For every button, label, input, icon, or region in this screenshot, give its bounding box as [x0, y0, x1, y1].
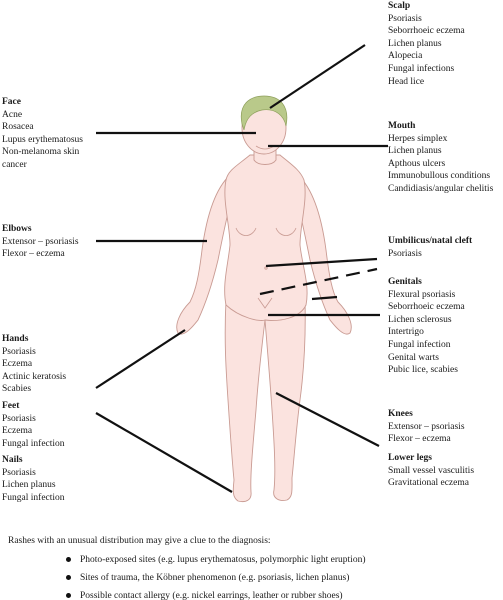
face-item: Rosacea: [2, 122, 34, 133]
label-lower-legs: Lower legs Small vessel vasculitis Gravi…: [388, 452, 474, 490]
mouth-item: Immunobullous conditions: [388, 171, 491, 182]
knees-item: Extensor – psoriasis: [388, 421, 465, 432]
face-item: Lupus erythematosus: [2, 134, 84, 145]
notes-bullet: Sites of trauma, the Köbner phenomenon (…: [8, 572, 498, 584]
hands-item: Psoriasis: [2, 346, 36, 357]
lower-legs-item: Small vessel vasculitis: [388, 465, 475, 476]
umbilicus-heading: Umbilicus/natal cleft: [388, 236, 473, 246]
mouth-item: Apthous ulcers: [388, 158, 446, 169]
genitals-item: Pubic lice, scabies: [388, 365, 458, 376]
mouth-heading: Mouth: [388, 121, 416, 131]
face-heading: Face: [2, 97, 21, 107]
scalp-item: Lichen planus: [388, 38, 442, 49]
label-scalp: Scalp Psoriasis Seborrhoeic eczema Liche…: [388, 0, 465, 88]
genitals-item: Lichen sclerosus: [388, 314, 452, 325]
genitals-heading: Genitals: [388, 277, 422, 287]
leader-feet: [95, 412, 233, 493]
nails-item: Lichen planus: [2, 480, 56, 491]
elbows-item: Extensor – psoriasis: [2, 236, 79, 247]
genitals-item: Flexural psoriasis: [388, 289, 456, 300]
bullet-icon: [66, 557, 71, 562]
mouth-item: Herpes simplex: [388, 133, 448, 144]
elbows-item: Flexor – eczema: [2, 249, 65, 260]
feet-item: Eczema: [2, 426, 33, 437]
genitals-item: Seborrhoeic eczema: [388, 302, 465, 313]
knees-heading: Knees: [388, 409, 413, 419]
label-feet: Feet Psoriasis Eczema Fungal infection: [2, 400, 65, 450]
genitals-item: Fungal infection: [388, 339, 451, 350]
leader-knees: [275, 392, 380, 447]
face-item: Acne: [2, 109, 23, 120]
genitals-item: Genital warts: [388, 352, 439, 363]
scalp-item: Fungal infections: [388, 63, 455, 74]
notes-bullet-text: Sites of trauma, the Köbner phenomenon (…: [80, 573, 350, 583]
hands-heading: Hands: [2, 334, 29, 344]
notes-bullet-text: Possible contact allergy (e.g. nickel ea…: [80, 591, 343, 600]
leader-hands: [95, 329, 186, 389]
leader-scalp: [269, 44, 366, 109]
face-item: cancer: [2, 159, 27, 170]
hands-item: Actinic keratosis: [2, 371, 67, 382]
knees-item: Flexor – eczema: [388, 434, 451, 445]
mouth-item: Lichen planus: [388, 146, 442, 157]
leader-nails-hand: [311, 295, 338, 301]
lower-legs-heading: Lower legs: [388, 453, 432, 463]
notes-bullet: Photo-exposed sites (e.g. lupus erythema…: [8, 554, 498, 566]
label-genitals: Genitals Flexural psoriasis Seborrhoeic …: [388, 276, 465, 377]
label-hands: Hands Psoriasis Eczema Actinic keratosis…: [2, 333, 66, 396]
elbows-heading: Elbows: [2, 224, 32, 234]
scalp-item: Psoriasis: [388, 13, 422, 24]
nails-heading: Nails: [2, 455, 23, 465]
umbilicus-item: Psoriasis: [388, 248, 422, 259]
feet-item: Psoriasis: [2, 413, 36, 424]
distribution-notes: Rashes with an unusual distribution may …: [8, 535, 498, 600]
nails-item: Fungal infection: [2, 492, 65, 503]
human-body-figure: [176, 101, 352, 503]
label-nails: Nails Psoriasis Lichen planus Fungal inf…: [2, 454, 65, 504]
label-umbilicus: Umbilicus/natal cleft Psoriasis: [388, 235, 472, 260]
notes-bullet: Possible contact allergy (e.g. nickel ea…: [8, 590, 498, 600]
notes-bullet-list: Photo-exposed sites (e.g. lupus erythema…: [8, 554, 498, 600]
hands-item: Scabies: [2, 384, 32, 395]
nails-item: Psoriasis: [2, 467, 36, 478]
notes-bullet-text: Photo-exposed sites (e.g. lupus erythema…: [80, 555, 366, 565]
feet-heading: Feet: [2, 401, 20, 411]
bullet-icon: [66, 575, 71, 580]
hands-item: Eczema: [2, 359, 33, 370]
scalp-item: Head lice: [388, 76, 425, 87]
leader-umbilicus: [265, 257, 378, 268]
scalp-heading: Scalp: [388, 1, 411, 11]
leader-natal-cleft: [259, 267, 378, 296]
mouth-item: Candidiasis/angular chelitis: [388, 183, 494, 194]
feet-item: Fungal infection: [2, 438, 65, 449]
label-mouth: Mouth Herpes simplex Lichen planus Aptho…: [388, 120, 493, 196]
face-item: Non-melanoma skin: [2, 147, 80, 158]
label-elbows: Elbows Extensor – psoriasis Flexor – ecz…: [2, 223, 79, 261]
scalp-item: Seborrhoeic eczema: [388, 26, 465, 37]
label-knees: Knees Extensor – psoriasis Flexor – ecze…: [388, 408, 465, 446]
label-face: Face Acne Rosacea Lupus erythematosus No…: [2, 96, 83, 172]
genitals-item: Intertrigo: [388, 327, 424, 338]
bullet-icon: [66, 593, 71, 598]
notes-intro: Rashes with an unusual distribution may …: [8, 536, 271, 546]
lower-legs-item: Gravitational eczema: [388, 478, 469, 489]
scalp-item: Alopecia: [388, 51, 423, 62]
